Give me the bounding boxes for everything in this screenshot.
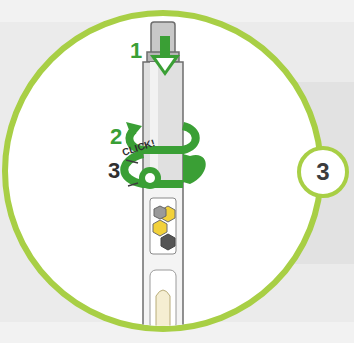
callout-number: 3: [108, 160, 120, 182]
callout-number: 1: [130, 40, 142, 62]
step-number: 3: [316, 160, 329, 184]
step-circle: 3: [297, 146, 349, 198]
callout-number: 2: [110, 126, 122, 148]
